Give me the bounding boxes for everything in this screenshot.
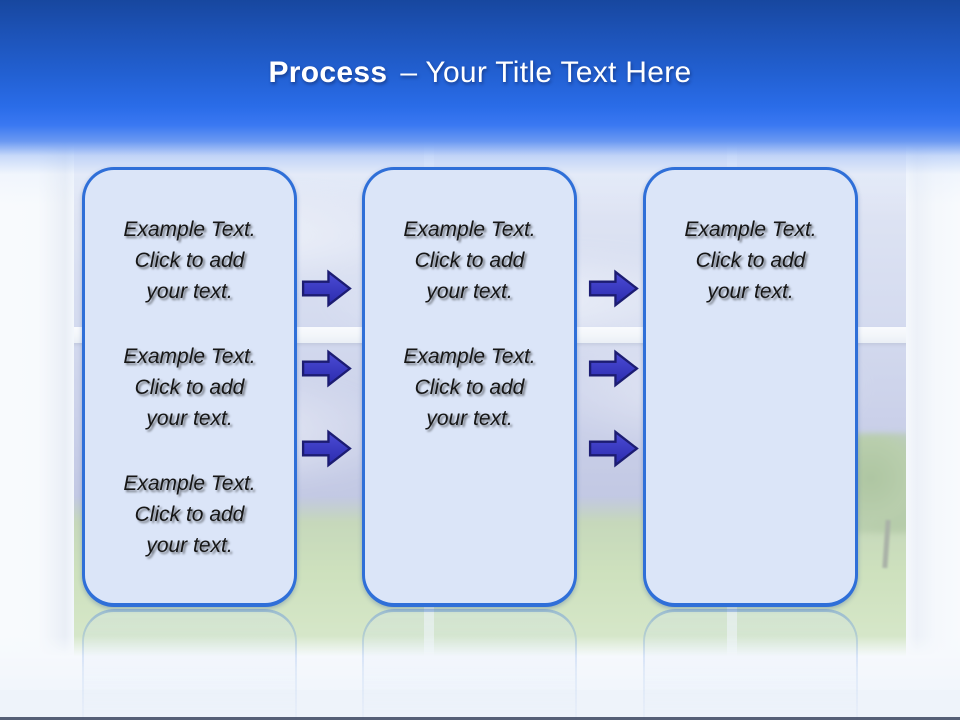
- process-box-1[interactable]: Example Text. Click to add your text. Ex…: [82, 167, 297, 607]
- slide-title: Process – Your Title Text Here: [0, 56, 960, 90]
- box-paragraph: Example Text. Click to add your text.: [403, 345, 536, 430]
- window-frame-left: [0, 130, 74, 720]
- process-box-2[interactable]: Example Text. Click to add your text. Ex…: [362, 167, 577, 607]
- process-box-3[interactable]: Example Text. Click to add your text.: [643, 167, 858, 607]
- flow-arrow[interactable]: [301, 269, 352, 308]
- flow-arrow[interactable]: [301, 349, 352, 388]
- slide-title-keyword: Process: [268, 56, 388, 89]
- flow-arrow[interactable]: [301, 429, 352, 468]
- floor: [0, 690, 960, 720]
- box-reflection: [643, 609, 858, 720]
- box-paragraph: Example Text. Click to add your text.: [123, 472, 256, 557]
- flow-arrow[interactable]: [588, 429, 639, 468]
- arrow-right-icon: [588, 429, 639, 468]
- slide-title-subtitle: – Your Title Text Here: [400, 56, 692, 89]
- box-reflection: [82, 609, 297, 720]
- window-frame-right: [906, 130, 960, 720]
- box-paragraph: Example Text. Click to add your text.: [403, 218, 536, 303]
- arrow-right-icon: [301, 349, 352, 388]
- slide-bottom-edge: [0, 717, 960, 720]
- arrow-right-icon: [588, 269, 639, 308]
- box-paragraph: Example Text. Click to add your text.: [123, 345, 256, 430]
- flow-arrow[interactable]: [588, 349, 639, 388]
- box-reflection: [362, 609, 577, 720]
- box-paragraph: Example Text. Click to add your text.: [684, 218, 817, 303]
- flow-arrow[interactable]: [588, 269, 639, 308]
- arrow-right-icon: [301, 269, 352, 308]
- arrow-right-icon: [301, 429, 352, 468]
- window-sill: [0, 636, 960, 694]
- arrow-right-icon: [588, 349, 639, 388]
- box-paragraph: Example Text. Click to add your text.: [123, 218, 256, 303]
